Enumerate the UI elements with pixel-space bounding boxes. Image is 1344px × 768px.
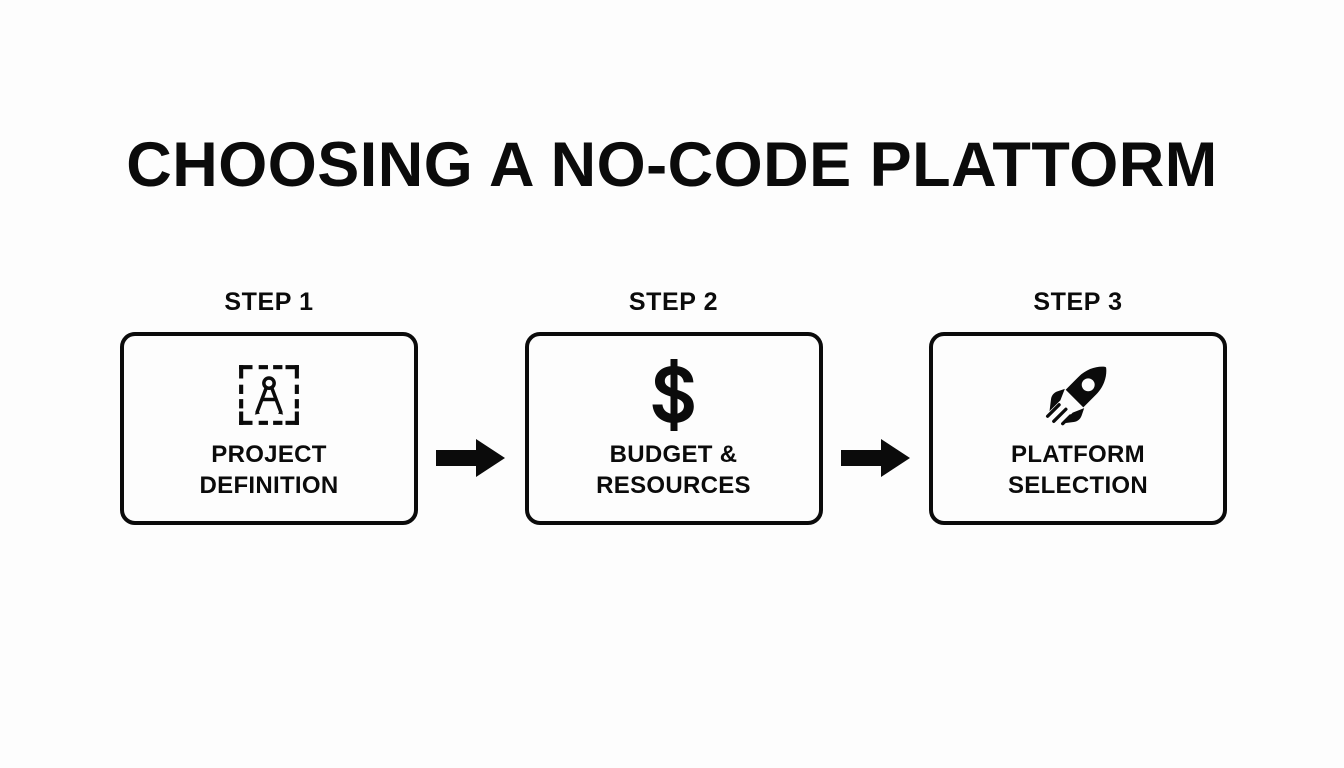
arrow-right-icon xyxy=(436,438,506,478)
step-1-text-line2: DEFINITION xyxy=(199,471,339,499)
step-2-text-line1: BUDGET & xyxy=(609,441,738,468)
step-1-label: STEP 1 xyxy=(224,288,314,316)
step-3-text: PLATFORM SELECTION xyxy=(1008,440,1148,501)
step-1[interactable]: STEP 1 xyxy=(120,290,418,525)
step-2-box[interactable]: BUDGET & RESOURCES xyxy=(524,332,823,525)
step-1-box[interactable]: PROJECT DEFINITION xyxy=(120,332,418,525)
step-3-text-line2: SELECTION xyxy=(1007,471,1149,499)
connector-2 xyxy=(840,290,911,525)
step-3[interactable]: STEP 3 xyxy=(929,290,1227,525)
step-3-box[interactable]: PLATFORM SELECTION xyxy=(929,332,1227,525)
connector-1 xyxy=(436,290,506,525)
rocket-icon xyxy=(1041,358,1115,432)
arrow-right-icon xyxy=(840,438,911,478)
step-2[interactable]: STEP 2 BUDGET & RESOURCES xyxy=(524,288,823,525)
drafting-compass-icon xyxy=(232,358,306,432)
steps-flow: STEP 1 xyxy=(120,290,1227,530)
step-3-label: STEP 3 xyxy=(1033,288,1123,316)
step-1-text: PROJECT DEFINITION xyxy=(200,440,339,501)
step-2-label: STEP 2 xyxy=(628,288,719,316)
page-title: CHOOSING A NO-CODE PLATTORM xyxy=(126,130,1218,200)
step-1-text-line1: PROJECT xyxy=(211,441,327,468)
step-2-text-line2: RESOURCES xyxy=(596,471,751,499)
step-2-text: BUDGET & RESOURCES xyxy=(596,440,751,501)
dollar-sign-icon xyxy=(637,358,711,432)
step-3-text-line1: PLATFORM xyxy=(1011,441,1145,468)
